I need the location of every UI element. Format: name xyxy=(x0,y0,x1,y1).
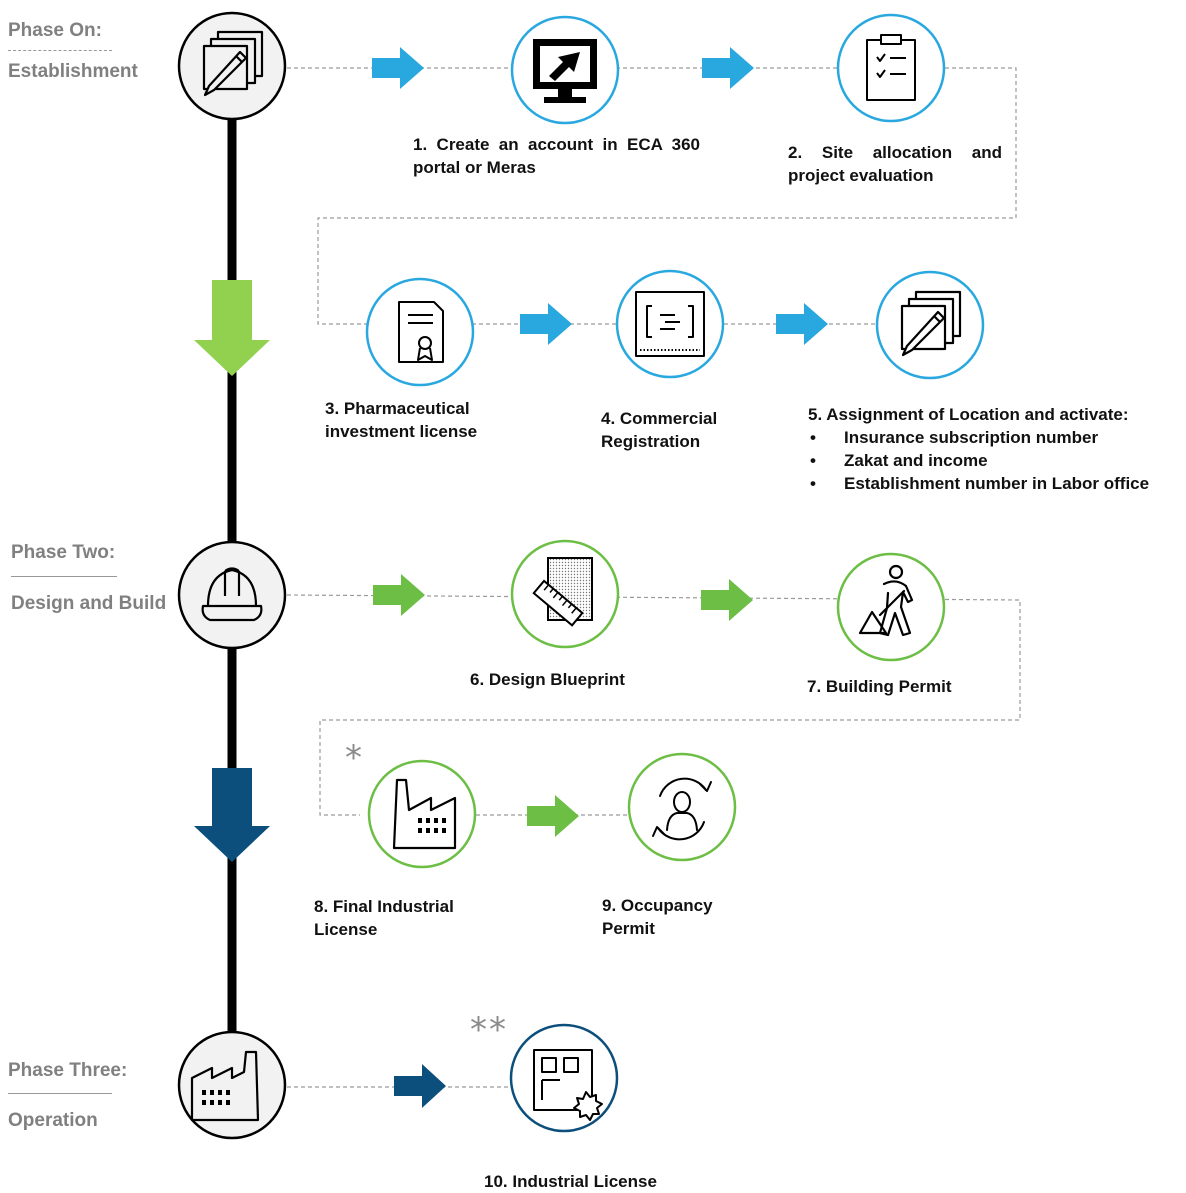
registration-card-icon xyxy=(635,291,705,357)
phase-two-subtitle: Design and Build xyxy=(11,593,167,614)
arrow-step3-to-step4 xyxy=(520,303,572,345)
phase-two-node xyxy=(177,540,287,650)
phase-two-title: Phase Two: xyxy=(11,542,116,563)
step-10-node xyxy=(509,1023,619,1133)
connector-row1 xyxy=(287,67,1017,325)
step-9-label: 9. Occupancy Permit xyxy=(602,896,713,938)
step-5-label: 5. Assignment of Location and activate: xyxy=(808,405,1129,424)
arrow-phase2-to-step6 xyxy=(373,574,425,616)
worker-shovel-icon xyxy=(858,564,914,637)
step-3-label: 3. Pharmaceutical investment license xyxy=(325,399,478,441)
step-5-block: 5. Assignment of Location and activate: … xyxy=(808,403,1186,495)
step-4-label: 4. Commercial Registration xyxy=(601,409,718,451)
monitor-cursor-icon xyxy=(533,39,597,103)
hard-hat-icon xyxy=(201,567,263,622)
step-10-mark: ** xyxy=(470,1010,508,1050)
license-badge-icon xyxy=(533,1049,603,1121)
step-5-bullets: Insurance subscription number Zakat and … xyxy=(808,426,1186,495)
certificate-icon xyxy=(398,301,444,363)
step-10-label: 10. Industrial License xyxy=(484,1172,657,1191)
step-9-node xyxy=(627,752,737,862)
flow-arrows xyxy=(372,47,828,1108)
phase-three-node xyxy=(177,1030,287,1140)
step-5-bullet-2: Zakat and income xyxy=(808,449,1186,472)
step-6-label: 6. Design Blueprint xyxy=(470,670,625,689)
step-5-bullet-3: Establishment number in Labor office xyxy=(808,472,1186,495)
phase-two-divider xyxy=(11,576,117,577)
blueprint-ruler-icon xyxy=(532,557,593,627)
documents-pen-icon xyxy=(202,30,264,97)
factory-icon xyxy=(392,778,457,850)
phase-one-title: Phase On: xyxy=(8,20,102,41)
step-8-label: 8. Final Industrial License xyxy=(314,897,454,939)
person-cycle-icon xyxy=(652,777,712,841)
arrow-step6-to-step7 xyxy=(701,579,753,621)
phase-three-subtitle: Operation xyxy=(8,1110,98,1131)
factory-icon xyxy=(190,1050,260,1122)
step-5-bullet-1: Insurance subscription number xyxy=(808,426,1186,449)
phase-three-divider xyxy=(8,1093,112,1094)
step-2-node xyxy=(836,13,946,123)
documents-pen-icon xyxy=(900,290,962,357)
step-7-label: 7. Building Permit xyxy=(807,677,952,696)
arrow-phase1-to-step1 xyxy=(372,47,424,89)
phase-two-down-arrow xyxy=(194,768,270,862)
arrow-phase3-to-step10 xyxy=(394,1064,446,1108)
arrow-step4-to-step5 xyxy=(776,303,828,345)
step-2-label: 2. Site allocation and project evaluatio… xyxy=(788,143,1002,185)
step-3-node xyxy=(365,277,475,387)
step-6-node xyxy=(510,539,620,649)
clipboard-checklist-icon xyxy=(866,34,916,101)
step-1-label: 1. Create an account in ECA 360 portal o… xyxy=(413,135,700,177)
step-8-mark: * xyxy=(345,738,362,778)
step-7-node xyxy=(836,552,946,662)
phase-one-divider xyxy=(8,50,112,51)
step-8-node xyxy=(367,759,477,869)
phase-one-subtitle: Establishment xyxy=(8,61,138,82)
arrow-step1-to-step2 xyxy=(702,47,754,89)
step-4-node xyxy=(615,269,725,379)
phase-one-node xyxy=(177,11,287,121)
arrow-step8-to-step9 xyxy=(527,795,579,837)
phase-three-title: Phase Three: xyxy=(8,1060,128,1081)
step-1-node xyxy=(510,15,620,125)
phase-one-down-arrow xyxy=(194,280,270,376)
step-5-node xyxy=(875,270,985,380)
